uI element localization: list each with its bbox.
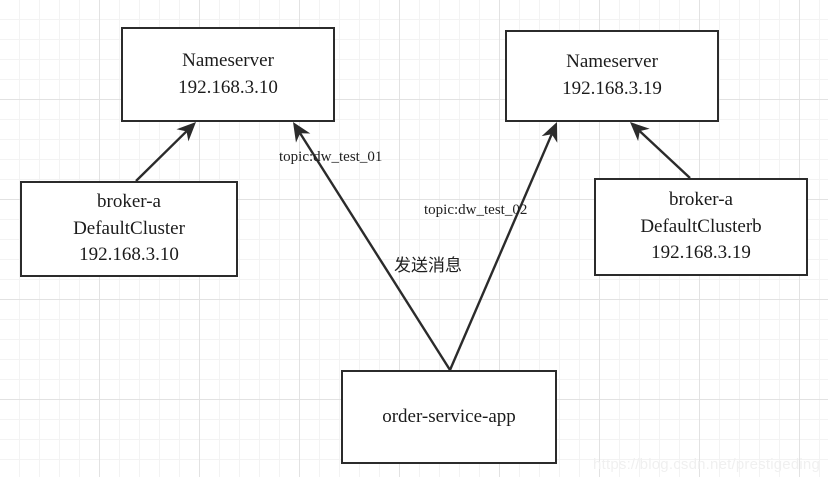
edge-app-to-nameserver-right-line (448, 133, 553, 371)
order-service-app-line-0: order-service-app (382, 405, 516, 427)
broker-right-line-1: DefaultClusterb (640, 215, 762, 237)
watermark: https://blog.csdn.net/prestigeding (593, 456, 820, 473)
edge-broker-left-to-nameserver-left-arrowhead-icon (176, 122, 196, 142)
nameserver-right-line-1: 192.168.3.19 (562, 78, 662, 99)
broker-left-line-0: broker-a (97, 190, 161, 212)
edge-label-send-message: 发送消息 (394, 256, 462, 276)
nameserver-right[interactable]: Nameserver 192.168.3.19 (505, 30, 719, 122)
nameserver-left[interactable]: Nameserver 192.168.3.10 (121, 27, 335, 122)
edge-broker-left-to-nameserver-left-line (135, 130, 188, 182)
edge-broker-left-to-nameserver-left (135, 122, 196, 182)
nameserver-right-line-0: Nameserver (566, 51, 658, 73)
edge-broker-right-to-nameserver-right-arrowhead-icon (630, 122, 650, 142)
nameserver-left-line-1: 192.168.3.10 (178, 76, 278, 98)
edge-app-to-nameserver-right (448, 122, 558, 371)
order-service-app[interactable]: order-service-app (341, 370, 557, 464)
broker-right-line-2: 192.168.3.19 (651, 242, 751, 264)
broker-right-line-0: broker-a (669, 188, 733, 210)
edge-app-to-nameserver-left-arrowhead-icon (293, 122, 311, 143)
broker-left-line-1: DefaultCluster (73, 217, 185, 239)
edge-broker-right-to-nameserver-right-line (638, 130, 691, 179)
edge-label-topic-01: topic:dw_test_01 (279, 149, 383, 165)
edge-broker-right-to-nameserver-right (630, 122, 691, 179)
nameserver-left-line-0: Nameserver (182, 49, 274, 71)
edge-label-topic-02: topic:dw_test_02 (424, 202, 528, 218)
edge-app-to-nameserver-right-arrowhead-icon (541, 122, 558, 143)
broker-left-line-2: 192.168.3.10 (79, 244, 179, 266)
